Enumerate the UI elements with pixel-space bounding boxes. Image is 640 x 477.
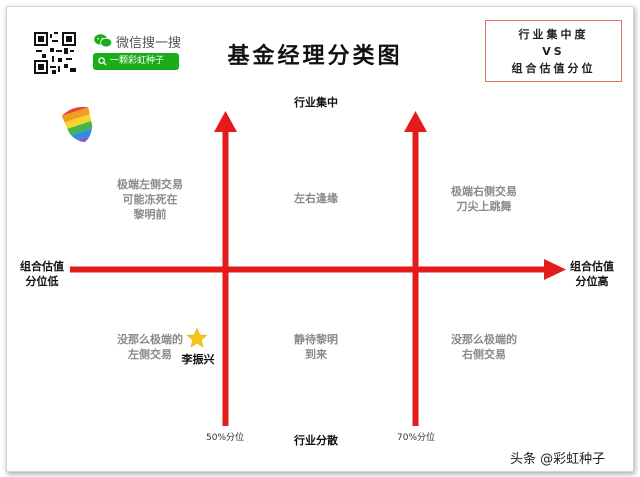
star-icon xyxy=(186,327,208,348)
axis-label-top: 行业集中 xyxy=(294,96,338,109)
quadrant-top-middle-line-1: 左右逢缘 xyxy=(294,192,338,205)
quadrant-bottom-left: 没那么极端的 左侧交易 xyxy=(100,332,200,362)
legend-line-3: 组合估值分位 xyxy=(511,61,596,75)
wechat-search-label: 微信搜一搜 xyxy=(116,36,182,51)
search-box[interactable]: 一颗彩虹种子 xyxy=(93,53,179,70)
quadrant-bottom-right-line-1: 没那么极端的 xyxy=(451,333,517,346)
quadrant-top-right: 极端右侧交易 刀尖上跳舞 xyxy=(434,184,534,214)
quadrant-bottom-middle-line-1: 静待黎明 xyxy=(294,333,338,346)
diagram-card xyxy=(6,6,634,472)
legend-box: 行业集中度 VS 组合估值分位 xyxy=(485,20,622,82)
quadrant-top-left: 极端左侧交易 可能冻死在 黎明前 xyxy=(100,177,200,222)
diagram-title: 基金经理分类图 xyxy=(227,44,403,69)
axis-50-arrow-head xyxy=(214,111,237,132)
axis-label-left-line-2: 分位低 xyxy=(25,275,59,288)
quadrant-top-middle: 左右逢缘 xyxy=(266,191,366,206)
axis-70-arrow-head xyxy=(404,111,427,132)
quadrant-top-right-line-2: 刀尖上跳舞 xyxy=(456,200,512,213)
quadrant-bottom-middle-line-2: 到来 xyxy=(305,348,327,361)
quadrant-top-left-line-3: 黎明前 xyxy=(133,208,167,221)
tick-label-70: 70%分位 xyxy=(397,433,436,443)
axis-label-left: 组合估值 分位低 xyxy=(12,259,72,289)
quadrant-bottom-middle: 静待黎明 到来 xyxy=(266,332,366,362)
quadrant-top-left-line-1: 极端左侧交易 xyxy=(117,178,183,191)
horizontal-axis-line xyxy=(70,266,546,273)
axis-70-line xyxy=(412,128,419,426)
manager-label: 李振兴 xyxy=(181,353,215,366)
rainbow-seed-logo-icon xyxy=(62,104,96,144)
wechat-icon xyxy=(94,34,113,48)
quadrant-bottom-left-line-2: 左侧交易 xyxy=(128,348,172,361)
legend-line-1: 行业集中度 xyxy=(518,27,589,41)
tick-label-50: 50%分位 xyxy=(206,433,245,443)
axis-label-right: 组合估值 分位高 xyxy=(562,259,622,289)
watermark: 头条 @彩虹种子 xyxy=(510,452,606,467)
qr-code-icon xyxy=(34,32,76,74)
quadrant-top-left-line-2: 可能冻死在 xyxy=(122,193,178,206)
axis-label-left-line-1: 组合估值 xyxy=(20,260,64,273)
axis-label-right-line-2: 分位高 xyxy=(575,275,609,288)
legend-line-2: VS xyxy=(542,44,565,58)
search-icon xyxy=(98,57,107,66)
quadrant-bottom-left-line-1: 没那么极端的 xyxy=(117,333,183,346)
right-arrow-head xyxy=(544,259,566,280)
quadrant-bottom-right: 没那么极端的 右侧交易 xyxy=(434,332,534,362)
quadrant-bottom-right-line-2: 右侧交易 xyxy=(462,348,506,361)
axis-label-bottom: 行业分散 xyxy=(294,434,338,447)
axis-50-line xyxy=(222,128,229,426)
axis-label-right-line-1: 组合估值 xyxy=(570,260,614,273)
quadrant-top-right-line-1: 极端右侧交易 xyxy=(451,185,517,198)
search-box-text: 一颗彩虹种子 xyxy=(110,56,165,66)
